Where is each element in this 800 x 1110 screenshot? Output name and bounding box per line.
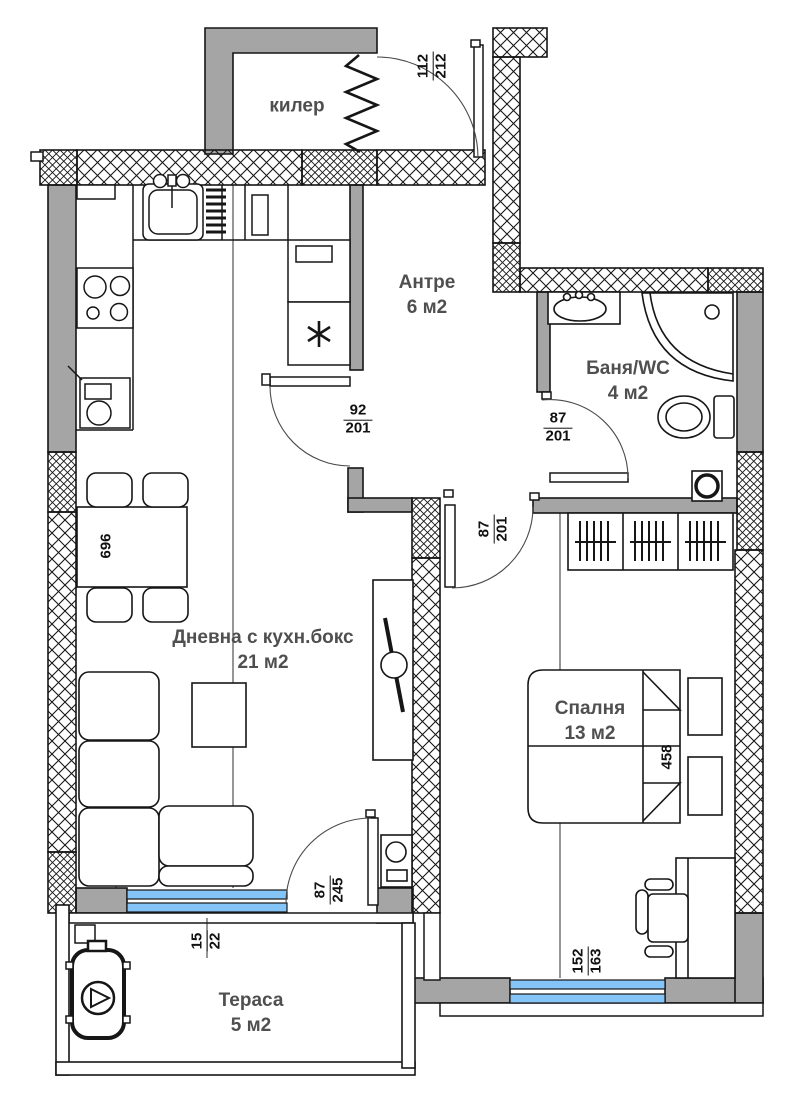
dim-value: 87 [311,881,329,899]
kitchen-cabinet [287,239,351,303]
bath-door-leaf [549,472,629,483]
washing-machine [380,834,413,888]
dim-value: 201 [543,427,573,445]
living-door-leaf [269,376,351,387]
bath-name: Баня/WC [586,357,670,379]
dim-value: 152 [569,948,587,974]
room-label-bath: Баня/WC 4 м2 [586,356,670,406]
entry-door-leaf [473,44,484,158]
living-name: Дневна с кухн.бокс [172,626,354,648]
bedroom-door-leaf [444,504,456,588]
stove [76,267,134,329]
dim-value: 87 [475,520,493,538]
nightstand [687,677,723,816]
dim-bath-door: 87 201 [543,409,573,446]
dining-table [76,506,188,588]
fridge-icon [307,321,331,347]
windows [126,889,666,1004]
entry-door-arc [376,56,479,159]
dim-value: 163 [587,946,606,976]
room-label-kiler: килер [269,93,324,118]
bedroom-window [509,979,666,990]
office-chair [635,878,689,958]
dim-bedroom-door: 87 201 [475,514,512,544]
pump-icon [90,987,112,1009]
dim-terrace-step: 15 22 [188,930,225,952]
dim-value: 458 [658,744,676,770]
sofa [78,671,254,887]
bath-sink [547,290,621,325]
bedroom-window [509,993,666,1004]
bath-area: 4 м2 [607,383,649,404]
kitchen-sink [142,173,204,241]
dim-value: 15 [188,932,206,950]
dish-drainer [206,188,226,234]
dim-bedroom-window: 152 163 [569,946,606,976]
water-heater [691,470,723,502]
dim-value: 87 [549,409,567,427]
terrace-items [65,924,131,1040]
walls-hatched-dense [39,149,764,914]
terrace-column [74,924,96,944]
kitchen [67,173,351,431]
dim-terrace-door: 87 245 [311,875,348,905]
dim-value: 212 [432,51,451,81]
door-swing-arcs [269,56,629,904]
bathroom-fixtures [547,290,735,502]
antre-area: 6 м2 [406,297,448,318]
living-window [126,902,288,913]
kitchen-shelf [76,184,116,200]
dim-entry-door: 112 212 [414,51,451,81]
shower-cabin [641,292,734,382]
fridge [287,301,351,366]
antre-name: Антре [398,271,456,293]
terrace-name: Тераса [218,989,284,1011]
dim-value: 245 [329,875,348,905]
walls-gray [47,27,764,1004]
dim-value: 22 [206,930,225,952]
kiler-folding-door [342,54,381,154]
room-label-living: Дневна с кухн.бокс 21 м2 [172,625,353,675]
bedroom-name: Спалня [554,697,626,719]
living-area: 21 м2 [237,652,289,673]
coffee-table [191,682,247,748]
door-leaves [261,39,629,906]
terrace-door-leaf [367,817,379,906]
dim-value: 201 [343,419,373,437]
terrace-area: 5 м2 [230,1015,272,1036]
kitchen-appliance [251,194,269,236]
pillow-folds [642,671,682,822]
walls-light [30,151,764,1017]
room-label-bedroom: Спалня 13 м2 [555,696,625,746]
kiler-name: килер [269,95,325,117]
room-label-terrace: Тераса 5 м2 [219,988,284,1038]
toilet [657,395,735,439]
hanger-icons [575,521,726,561]
dim-value: 92 [349,401,367,419]
terrace-boiler [65,939,131,1040]
living-window [126,889,288,900]
dim-value: 696 [97,533,115,559]
dim-bedroom-length: 458 [658,744,677,770]
bedroom-door-arc [451,506,534,589]
dim-value: 112 [414,53,432,79]
terrace-railing [55,904,416,1076]
dim-living-door: 92 201 [343,401,373,438]
dim-living-length: 696 [97,533,116,559]
bedroom-furniture [527,512,736,979]
living-room-furniture [76,472,414,888]
kitchen-boiler [67,365,131,429]
bath-door-arc [541,399,629,479]
bedroom-area: 13 м2 [564,723,616,744]
terrace-door-arc [285,817,372,904]
room-label-antre: Антре 6 м2 [399,270,456,320]
tv-stand [372,579,414,761]
living-door-arc [269,385,351,467]
wardrobe [567,512,734,571]
bed [527,669,682,824]
walls-hatched [47,27,764,914]
dim-value: 201 [493,514,512,544]
dining-chair [86,472,189,623]
